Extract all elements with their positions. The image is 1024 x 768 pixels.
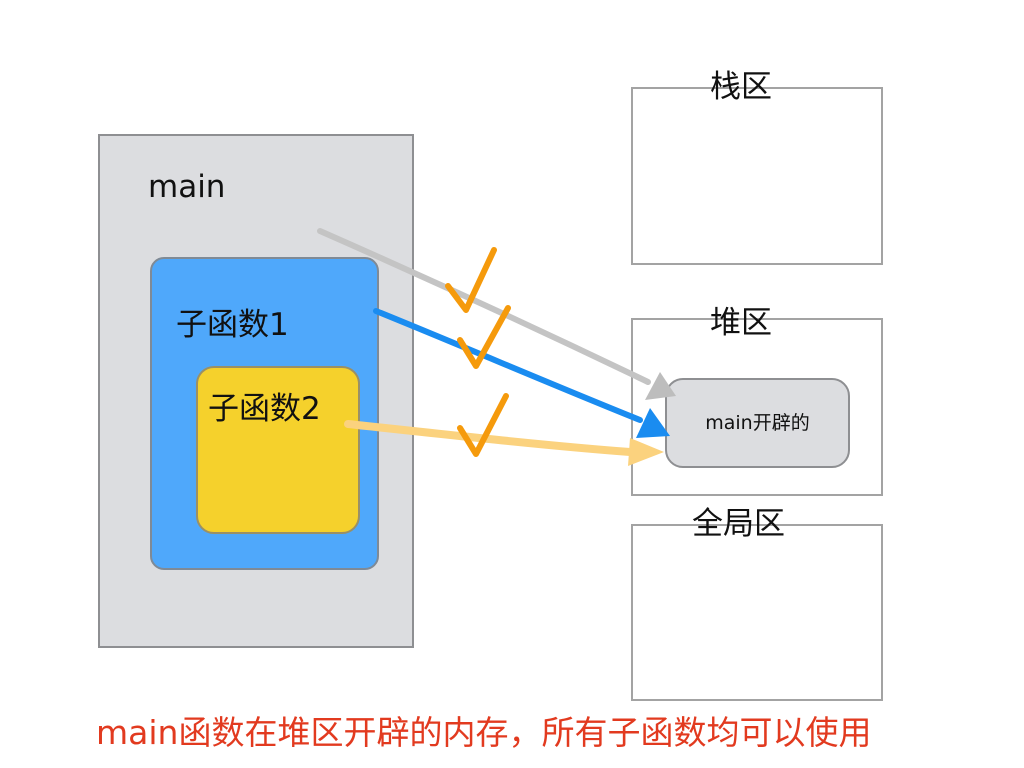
sub-function-2-label: 子函数2 — [208, 391, 321, 427]
checkmark-icon — [457, 305, 511, 369]
sub2-arrow-icon — [344, 420, 664, 466]
global-region-label: 全局区 — [692, 506, 785, 542]
global-region-box — [631, 524, 883, 701]
stack-region-box — [631, 87, 883, 265]
heap-region-label: 堆区 — [710, 305, 772, 341]
sub1-arrow-icon — [373, 308, 670, 438]
checkmark-icon — [445, 247, 497, 313]
heap-allocation-label: main开辟的 — [705, 411, 810, 434]
diagram-caption: main函数在堆区开辟的内存，所有子函数均可以使用 — [96, 713, 872, 752]
checkmark-icon — [457, 393, 509, 457]
stack-region-label: 栈区 — [710, 69, 772, 105]
sub-function-2-box — [196, 366, 360, 534]
main-function-label: main — [148, 169, 226, 205]
sub-function-1-label: 子函数1 — [176, 307, 289, 343]
main-arrow-icon — [317, 228, 676, 400]
heap-allocation-box — [665, 378, 850, 468]
